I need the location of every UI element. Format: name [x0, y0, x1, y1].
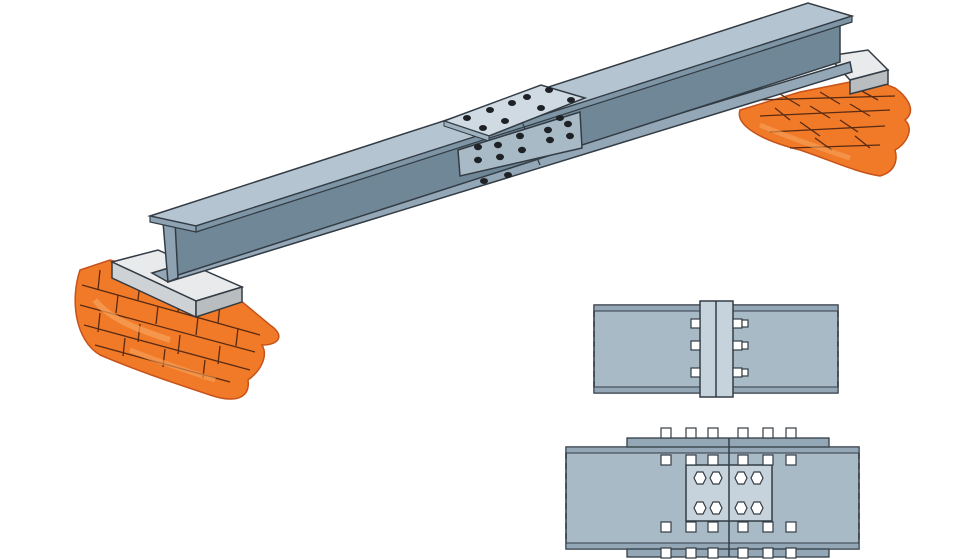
right-bearing-pad — [826, 49, 890, 95]
left-brick-support — [74, 259, 280, 400]
detail-plan-view — [565, 427, 860, 559]
right-brick-mortar — [754, 89, 896, 151]
main-splice-plates — [441, 84, 588, 184]
right-brick-wall — [738, 77, 912, 177]
right-brick-support — [738, 77, 912, 177]
side-view-bolts — [690, 318, 749, 378]
detail-side-view — [593, 300, 839, 398]
main-bolt-holes — [463, 87, 575, 184]
plan-view-bolts — [660, 427, 797, 559]
